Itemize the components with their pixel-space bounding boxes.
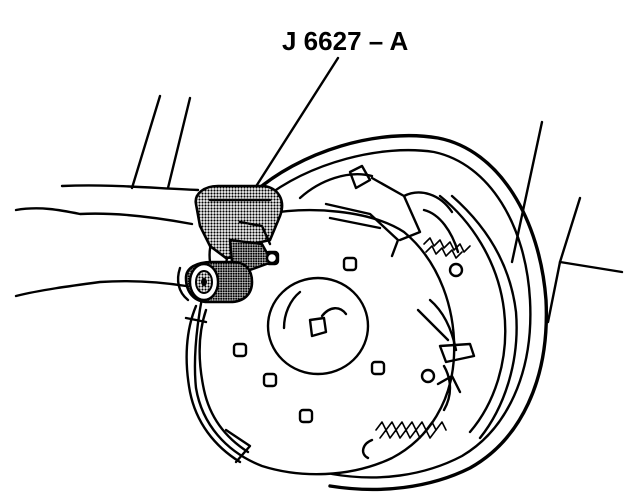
stud [370, 360, 386, 376]
backing-plate-rim [248, 133, 549, 492]
upper-shoe-assembly [298, 164, 471, 278]
callout-leader-line [253, 56, 340, 190]
brake-spring-tool [184, 184, 284, 304]
stud [262, 372, 278, 388]
frame-lines [130, 94, 624, 324]
stud [342, 256, 358, 272]
technician-hands [14, 184, 212, 302]
stud [232, 342, 248, 358]
adjuster-assembly [361, 298, 476, 460]
hub-hole [266, 276, 370, 376]
tool-callout-label: J 6627 – A [282, 26, 409, 56]
stud [298, 408, 314, 424]
